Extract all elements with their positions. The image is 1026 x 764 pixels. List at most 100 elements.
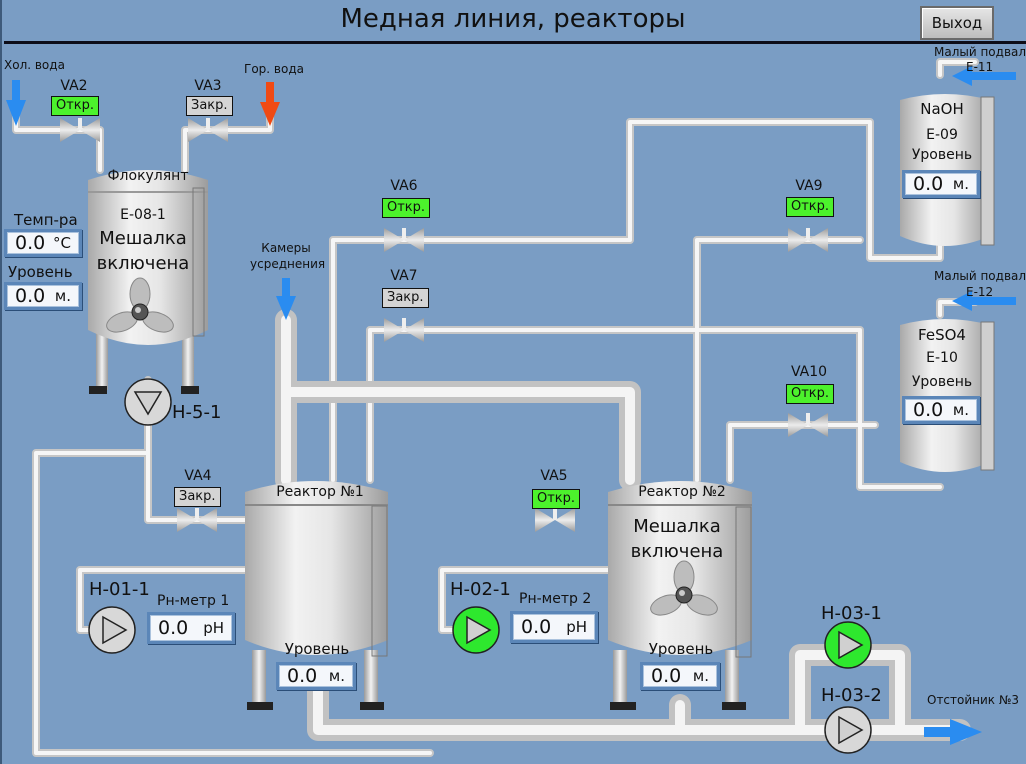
feso4-inlet-arrow-icon [952, 291, 1016, 311]
valve-va6-label: VA6 [390, 178, 418, 194]
hot-water-arrow-icon [260, 82, 280, 126]
flocculant-tank [88, 170, 208, 394]
valve-va10-body-icon[interactable] [788, 413, 828, 437]
pump-h032-label: Н-03-2 [821, 685, 882, 706]
reactor-2-title: Реактор №2 [638, 484, 726, 500]
flocculant-title: Флокулянт [107, 168, 189, 184]
valve-va4-label: VA4 [184, 468, 212, 484]
pump-h031-icon[interactable] [824, 621, 872, 669]
flocculant-temp-unit: °C [53, 234, 71, 252]
valve-va6-body-icon[interactable] [384, 228, 424, 252]
pump-h021-label: Н-02-1 [450, 579, 511, 600]
feso4-level-label: Уровень [911, 374, 973, 390]
flocculant-temp-display: 0.0 °C [4, 229, 82, 257]
flocculant-level-value: 0.0 [15, 285, 46, 307]
reactor-1-ph-label: Рн-метр 1 [157, 593, 230, 609]
naoh-level-value: 0.0 [913, 173, 944, 195]
flocculant-temp-value: 0.0 [15, 232, 46, 254]
feso4-source-label: Малый подвал [934, 269, 1026, 283]
naoh-level-unit: м. [952, 175, 969, 193]
flocculant-level-label: Уровень [8, 263, 73, 281]
pump-h021-icon[interactable] [452, 606, 500, 654]
valve-va6-state[interactable]: Откр. [382, 198, 431, 218]
valve-va7-body-icon[interactable] [384, 318, 424, 342]
outlet-label: Отстойник №3 [927, 693, 1019, 707]
feso4-title: FeSO4 [918, 326, 966, 344]
valve-va2-label: VA2 [60, 78, 88, 94]
feso4-level-display: 0.0 м. [902, 396, 980, 424]
valve-va10-state[interactable]: Откр. [786, 384, 835, 404]
reactor-2-level-unit: м. [692, 667, 709, 685]
cold-water-arrow-icon [6, 80, 26, 126]
reactor-1-title: Реактор №1 [276, 484, 364, 500]
reactor-1-level-value: 0.0 [287, 665, 318, 687]
valve-va9-state[interactable]: Откр. [786, 197, 835, 217]
naoh-source-tag: E-11 [966, 60, 994, 74]
reactor-1-ph-display: 0.0 pH [147, 612, 235, 644]
valve-va5-label: VA5 [540, 468, 568, 484]
valve-va3-label: VA3 [194, 78, 222, 94]
flocculant-mixer-icon [106, 277, 174, 333]
valve-va5-state[interactable]: Откр. [532, 489, 581, 509]
pump-h011-icon[interactable] [88, 606, 136, 654]
equalization-arrow-icon [276, 278, 296, 320]
reactor-1-level-display: 0.0 м. [276, 662, 356, 690]
reactor-1-level-label: Уровень [284, 640, 350, 658]
flocculant-mixer-line1: Мешалка [99, 228, 187, 249]
valve-va10-label: VA10 [790, 364, 828, 380]
reactor-2-mixer-line1: Мешалка [633, 516, 721, 537]
pump-h032-icon[interactable] [824, 706, 872, 754]
reactor-1-tank [245, 481, 388, 710]
reactor-2-ph-unit: pH [566, 618, 587, 636]
flocculant-temp-label: Темп-ра [14, 211, 78, 229]
outlet-arrow-icon [924, 719, 982, 745]
valve-va9-label: VA9 [795, 178, 823, 194]
reactor-2-ph-label: Рн-метр 2 [519, 591, 592, 607]
naoh-inlet-arrow-icon [952, 66, 1016, 86]
valve-va7-label: VA7 [390, 268, 418, 284]
reactor-1-level-unit: м. [328, 667, 345, 685]
reactor-1-ph-unit: pH [203, 619, 224, 637]
reactor-2-ph-display: 0.0 pH [510, 611, 598, 643]
flocculant-tag: E-08-1 [120, 207, 166, 223]
flocculant-level-display: 0.0 м. [4, 282, 82, 310]
valve-va3-state[interactable]: Закр. [186, 96, 233, 116]
reactor-1-ph-value: 0.0 [158, 617, 189, 639]
reactor-2-ph-value: 0.0 [521, 616, 552, 638]
valve-va3-body-icon[interactable] [188, 118, 228, 142]
header-divider [4, 41, 1026, 44]
pump-h011-label: Н-01-1 [89, 579, 150, 600]
valve-va9-body-icon[interactable] [788, 228, 828, 252]
valve-va7-state[interactable]: Закр. [382, 288, 429, 308]
equalization-label: Камеры усреднения [250, 241, 326, 271]
hot-water-label: Гор. вода [244, 62, 304, 76]
naoh-title: NaOH [920, 100, 964, 118]
exit-button[interactable]: Выход [920, 6, 994, 40]
naoh-tag: E-09 [926, 127, 958, 143]
valve-va5-body-icon[interactable] [535, 508, 575, 532]
valve-va4-state[interactable]: Закр. [174, 487, 221, 507]
pump-h51-label: Н-5-1 [172, 402, 222, 423]
naoh-source-label: Малый подвал [934, 45, 1026, 59]
flocculant-level-unit: м. [54, 287, 71, 305]
feso4-tag: E-10 [926, 350, 958, 366]
reactor-2-level-value: 0.0 [651, 665, 682, 687]
feso4-level-unit: м. [952, 401, 969, 419]
valve-va4-body-icon[interactable] [177, 508, 217, 532]
valve-va2-body-icon[interactable] [60, 118, 100, 142]
page-title: Медная линия, реакторы [340, 4, 686, 34]
pump-h51-icon[interactable] [124, 378, 172, 426]
reactor-2-mixer-icon [650, 560, 718, 616]
reactor-2-level-display: 0.0 м. [640, 662, 720, 690]
reactor-2-mixer-line2: включена [630, 541, 724, 562]
window-left-edge [0, 0, 2, 764]
valve-va2-state[interactable]: Откр. [51, 96, 100, 116]
feso4-tank [900, 319, 995, 472]
naoh-level-label: Уровень [911, 147, 973, 163]
cold-water-label: Хол. вода [4, 58, 65, 72]
feso4-level-value: 0.0 [913, 399, 944, 421]
naoh-level-display: 0.0 м. [902, 170, 980, 198]
reactor-2-level-label: Уровень [648, 640, 714, 658]
pump-h031-label: Н-03-1 [821, 603, 882, 624]
